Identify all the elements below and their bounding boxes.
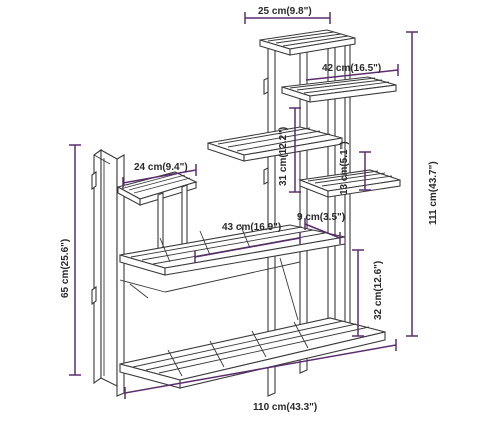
label-small-gap: 13 cm(5.1") [339,141,350,195]
label-lower-gap: 32 cm(12.6") [373,261,384,320]
left-frame [91,148,125,397]
plant-stand-illustration [91,29,401,397]
shelf-long [119,223,346,321]
label-left-height: 65 cm(25.6") [60,239,71,298]
shelf-bottom [119,317,386,389]
shelf-middle [207,126,343,162]
shelf-top [259,29,356,56]
label-top-width: 25 cm(9.8") [258,6,312,17]
label-long-shelf-width: 43 cm(16.9") [222,222,281,233]
label-total-height: 111 cm(43.7") [428,161,439,225]
dimension-lines [69,12,418,399]
label-side-shelf-width: 24 cm(9.4") [134,162,188,173]
label-shelf-depth: 9 cm(3.5") [297,212,345,223]
label-total-width: 110 cm(43.3") [253,402,317,413]
label-middle-gap: 31 cm(12.2") [278,127,289,186]
shelf-upper [281,76,397,103]
dimension-labels: 25 cm(9.8") 42 cm(16.5") 31 cm(12.2") 13… [60,6,439,413]
shelf-right [297,169,401,198]
label-upper-shelf-width: 42 cm(16.5") [322,63,381,74]
